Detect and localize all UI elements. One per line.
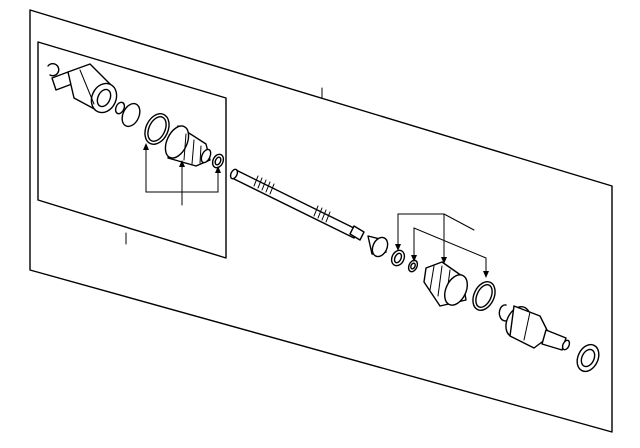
outer-boot-icon xyxy=(423,261,469,307)
outer-washer-icon xyxy=(407,259,419,273)
dust-seal-icon xyxy=(576,343,600,373)
inner-boot-clamp-large-icon xyxy=(144,113,170,145)
inset-callout-lines xyxy=(143,143,221,206)
assembly-panel xyxy=(29,9,613,433)
inner-boot-icon xyxy=(164,125,212,167)
inner-joint-housing-icon xyxy=(51,63,118,114)
inner-snap-ring-icon xyxy=(47,62,60,77)
outer-boot-clamp-large-icon xyxy=(472,281,496,311)
inner-boot-clamp-small-icon xyxy=(211,153,225,169)
inner-joint-ring-icon xyxy=(121,102,141,128)
axle-shaft-icon xyxy=(229,168,365,241)
outer-joint-icon xyxy=(505,305,571,351)
damper-icon xyxy=(367,235,389,258)
outer-callout-lines xyxy=(395,213,489,278)
outer-boot-clamp-small-icon xyxy=(390,249,406,267)
inner-joint-clip-icon xyxy=(114,101,126,115)
